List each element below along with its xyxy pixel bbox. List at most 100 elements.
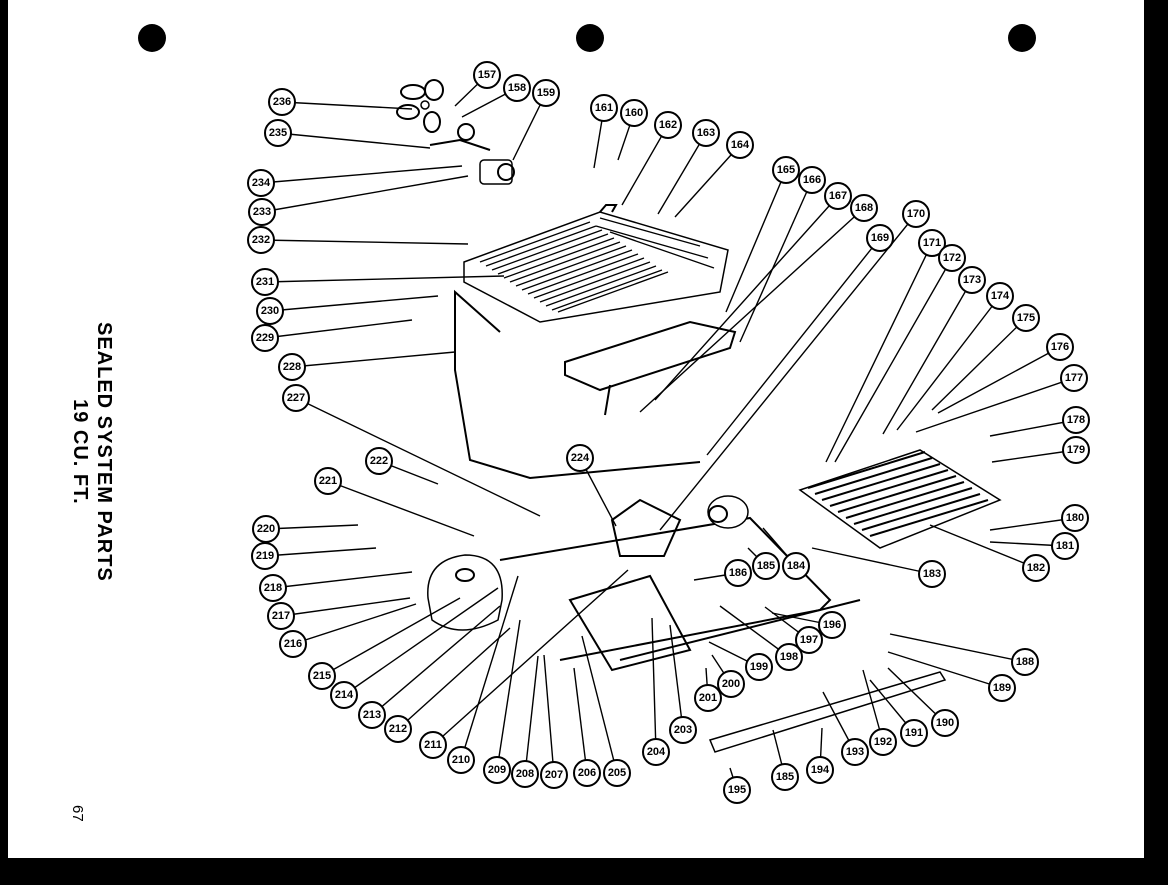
part-callout-199: 199 — [745, 653, 773, 681]
part-callout-227: 227 — [282, 384, 310, 412]
leader-line-175 — [931, 317, 1027, 411]
svg-text:174: 174 — [991, 290, 1010, 302]
part-callout-212: 212 — [384, 715, 412, 743]
compressor-drawing — [427, 554, 503, 631]
svg-text:212: 212 — [389, 723, 407, 735]
leader-line-211 — [432, 569, 629, 746]
leader-line-173 — [882, 279, 973, 435]
svg-text:157: 157 — [478, 69, 496, 81]
svg-text:163: 163 — [697, 127, 715, 139]
evaporator-drawing — [463, 204, 729, 323]
part-callout-191: 191 — [900, 719, 928, 747]
part-callout-188: 188 — [1011, 648, 1039, 676]
leader-line-208 — [524, 655, 539, 775]
svg-text:197: 197 — [800, 634, 818, 646]
part-callout-159: 159 — [532, 79, 560, 107]
leader-line-204 — [651, 617, 657, 753]
leader-line-216 — [292, 603, 417, 645]
svg-text:211: 211 — [424, 739, 442, 751]
svg-text:217: 217 — [272, 610, 290, 622]
leader-line-209 — [496, 619, 521, 771]
part-callout-166: 166 — [798, 166, 826, 194]
part-callout-221: 221 — [314, 467, 342, 495]
svg-text:173: 173 — [963, 274, 981, 286]
part-callout-170: 170 — [902, 200, 930, 228]
svg-text:195: 195 — [728, 784, 746, 796]
part-callout-231: 231 — [251, 268, 279, 296]
part-callout-165: 165 — [772, 156, 800, 184]
svg-text:230: 230 — [261, 305, 279, 317]
svg-text:198: 198 — [780, 651, 798, 663]
part-callout-204: 204 — [642, 738, 670, 766]
part-callout-173: 173 — [958, 266, 986, 294]
part-callout-229: 229 — [251, 324, 279, 352]
part-callout-233: 233 — [248, 198, 276, 226]
svg-text:184: 184 — [787, 560, 806, 572]
part-callout-236: 236 — [268, 88, 296, 116]
leader-line-207 — [543, 654, 555, 776]
svg-text:169: 169 — [871, 232, 889, 244]
svg-text:159: 159 — [537, 87, 555, 99]
svg-text:191: 191 — [905, 727, 923, 739]
svg-text:186: 186 — [729, 567, 747, 579]
part-callout-163: 163 — [692, 119, 720, 147]
part-callout-168: 168 — [850, 194, 878, 222]
condenser-fan-motor-drawing — [610, 495, 749, 557]
part-callout-160: 160 — [620, 99, 648, 127]
part-callout-179: 179 — [1062, 436, 1090, 464]
binder-hole-center — [576, 24, 604, 52]
binder-hole-right — [1008, 24, 1036, 52]
svg-text:234: 234 — [252, 177, 271, 189]
leader-line-210 — [460, 575, 519, 761]
leader-line-219 — [264, 547, 377, 557]
part-callout-175: 175 — [1012, 304, 1040, 332]
part-callout-161: 161 — [590, 94, 618, 122]
svg-text:194: 194 — [811, 764, 830, 776]
leader-line-228 — [291, 351, 456, 368]
svg-text:172: 172 — [943, 252, 961, 264]
svg-text:180: 180 — [1066, 512, 1084, 524]
part-callout-180: 180 — [1061, 504, 1089, 532]
svg-text:161: 161 — [595, 102, 613, 114]
part-callout-162: 162 — [654, 111, 682, 139]
svg-text:158: 158 — [508, 82, 526, 94]
part-callout-189: 189 — [988, 674, 1016, 702]
leader-line-227 — [295, 397, 541, 517]
part-callout-209: 209 — [483, 756, 511, 784]
part-callout-158: 158 — [503, 74, 531, 102]
svg-text:200: 200 — [722, 678, 740, 690]
svg-text:160: 160 — [625, 107, 643, 119]
leader-line-189 — [887, 651, 1003, 689]
leader-line-220 — [265, 524, 359, 530]
leader-line-203 — [669, 624, 684, 731]
part-callout-184: 184 — [782, 552, 810, 580]
leader-line-229 — [264, 319, 413, 339]
svg-text:233: 233 — [253, 206, 271, 218]
part-callout-182: 182 — [1022, 554, 1050, 582]
leader-line-178 — [989, 419, 1077, 437]
leader-line-174 — [896, 295, 1001, 431]
svg-text:178: 178 — [1067, 414, 1085, 426]
part-callout-203: 203 — [669, 716, 697, 744]
part-callout-196: 196 — [818, 611, 846, 639]
fan-motor-drawing — [429, 123, 515, 185]
svg-text:216: 216 — [284, 638, 302, 650]
leader-line-167 — [654, 195, 839, 401]
svg-text:220: 220 — [257, 523, 275, 535]
leader-line-198 — [719, 605, 790, 658]
svg-text:192: 192 — [874, 736, 892, 748]
svg-text:185: 185 — [776, 771, 794, 783]
svg-text:179: 179 — [1067, 444, 1085, 456]
part-callout-157: 157 — [473, 61, 501, 89]
svg-text:164: 164 — [731, 139, 750, 151]
svg-text:214: 214 — [335, 689, 354, 701]
svg-text:170: 170 — [907, 208, 925, 220]
part-callout-214: 214 — [330, 681, 358, 709]
svg-text:236: 236 — [273, 96, 291, 108]
leader-line-183 — [811, 547, 933, 575]
svg-text:229: 229 — [256, 332, 274, 344]
leader-line-233 — [261, 175, 469, 213]
leader-line-164 — [674, 144, 741, 218]
